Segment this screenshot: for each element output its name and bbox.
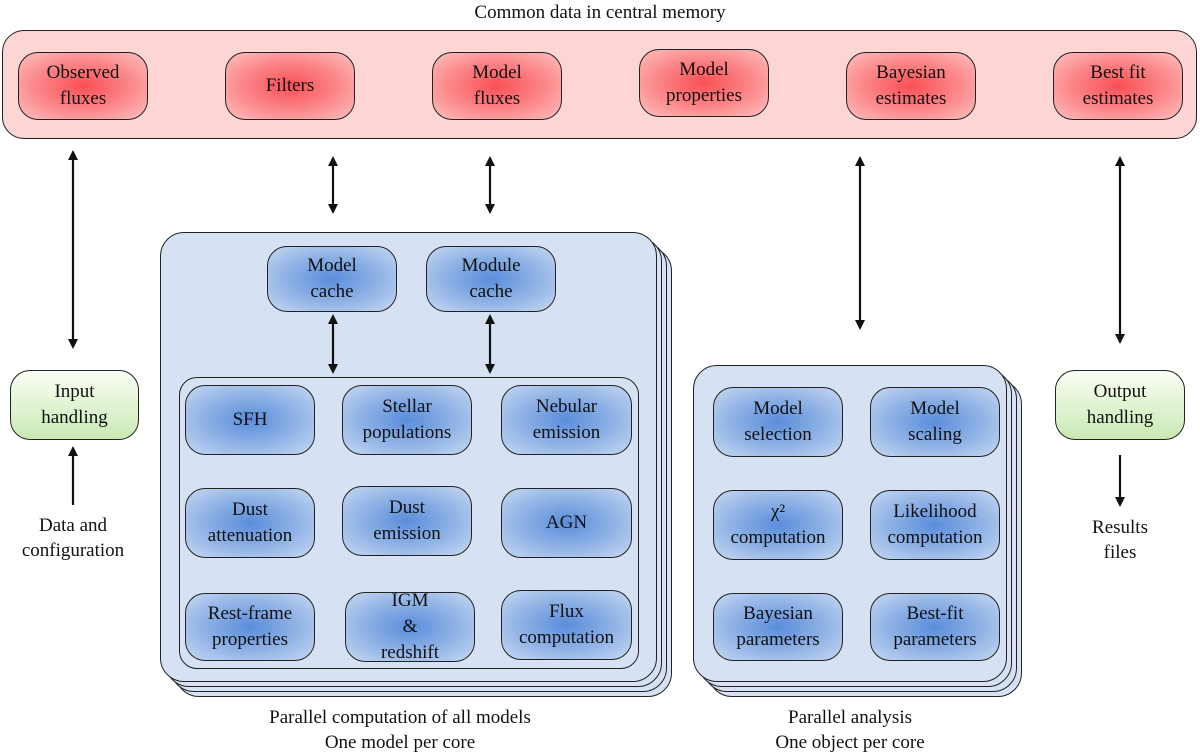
chi2-computation: χ² computation xyxy=(713,490,843,560)
bayesian-estimates: Bayesian estimates xyxy=(846,52,976,120)
module-dust-attenuation: Dust attenuation xyxy=(185,488,315,558)
best-fit-estimates: Best fit estimates xyxy=(1053,52,1183,120)
model-selection: Model selection xyxy=(713,387,843,457)
module-flux-computation: Flux computation xyxy=(501,590,632,660)
module-nebular-emission: Nebular emission xyxy=(501,385,632,455)
module-stellar-populations: Stellar populations xyxy=(342,385,472,455)
analysis-caption: Parallel analysis One object per core xyxy=(775,707,925,753)
module-sfh: SFH xyxy=(185,385,315,455)
module-agn: AGN xyxy=(501,488,632,558)
model-cache: Model cache xyxy=(267,246,397,312)
module-igm-redshift: IGM & redshift xyxy=(345,590,475,663)
output-label: Results files xyxy=(1092,517,1148,563)
filters: Filters xyxy=(225,52,355,120)
input-handling: Input handling xyxy=(10,370,139,440)
model-properties: Model properties xyxy=(639,49,769,117)
output-handling: Output handling xyxy=(1055,370,1185,440)
modules-group xyxy=(179,377,639,669)
model-fluxes: Model fluxes xyxy=(432,52,562,120)
memory-title: Common data in central memory xyxy=(474,2,726,23)
best-fit-parameters: Best-fit parameters xyxy=(870,593,1000,661)
module-dust-emission: Dust emission xyxy=(342,486,472,556)
bayesian-parameters: Bayesian parameters xyxy=(713,593,843,661)
module-cache: Module cache xyxy=(426,246,556,312)
likelihood-computation: Likelihood computation xyxy=(870,490,1000,560)
observed-fluxes: Observed fluxes xyxy=(18,52,148,120)
module-rest-frame-properties: Rest-frame properties xyxy=(185,593,315,661)
model-scaling: Model scaling xyxy=(870,387,1000,457)
models-caption: Parallel computation of all models One m… xyxy=(269,707,531,753)
central-memory xyxy=(2,30,1197,139)
input-label: Data and configuration xyxy=(21,515,125,561)
